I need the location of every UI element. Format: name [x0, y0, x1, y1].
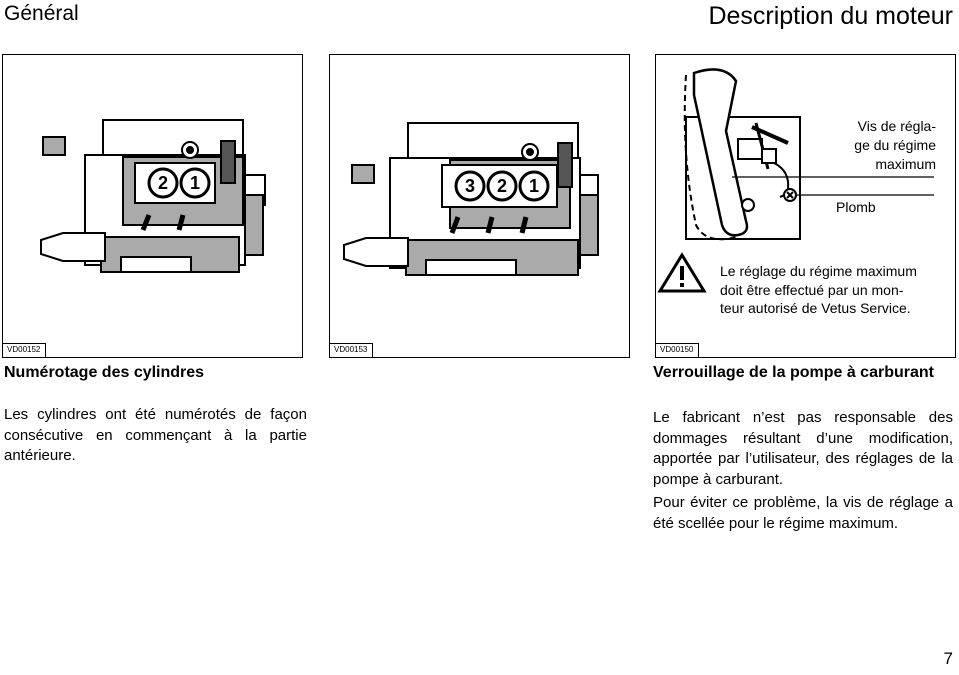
label-screw: Vis de régla- ge du régime maximum	[854, 118, 936, 172]
engine-3cyl-drawing: 3 2 1	[343, 122, 599, 276]
paragraph-sealed-screw: Pour éviter ce problème, la vis de régla…	[653, 494, 953, 532]
heading-fuel-pump-lock: Verrouillage de la pompe à carburant	[653, 364, 934, 381]
figure-code: VD00152	[3, 343, 47, 357]
heading-cylinder-numbering: Numérotage des cylindres	[4, 364, 205, 381]
pump-lever-drawing	[657, 68, 934, 293]
page-title: Description du moteur	[708, 2, 953, 30]
cylinder-number: 3	[465, 176, 475, 196]
figure-two-cylinder-engine: 2 1 VD00152	[2, 54, 303, 358]
paragraph-manufacturer: Le fabricant n’est pas responsable des d…	[653, 409, 953, 488]
figure-three-cylinder-engine: 3 2 1 VD00153	[329, 54, 630, 358]
engine-2cyl-drawing: 2 1	[40, 119, 266, 273]
figure-code: VD00153	[330, 343, 374, 357]
cylinder-number: 1	[190, 173, 200, 193]
cylinder-number: 1	[529, 176, 539, 196]
page-number: 7	[943, 649, 953, 668]
cylinder-number: 2	[497, 176, 507, 196]
figure-fuel-pump-lock: Vis de régla- ge du régime maximum Plomb…	[655, 54, 956, 358]
cylinder-number: 2	[158, 173, 168, 193]
figure-code: VD00150	[656, 343, 700, 357]
label-seal: Plomb	[836, 199, 876, 215]
section-title: Général	[4, 2, 79, 25]
paragraph-cylinder-numbering: Les cylindres ont été numérotés de façon…	[4, 406, 307, 464]
warning-text: Le réglage du régime maximum doit être e…	[720, 263, 917, 316]
